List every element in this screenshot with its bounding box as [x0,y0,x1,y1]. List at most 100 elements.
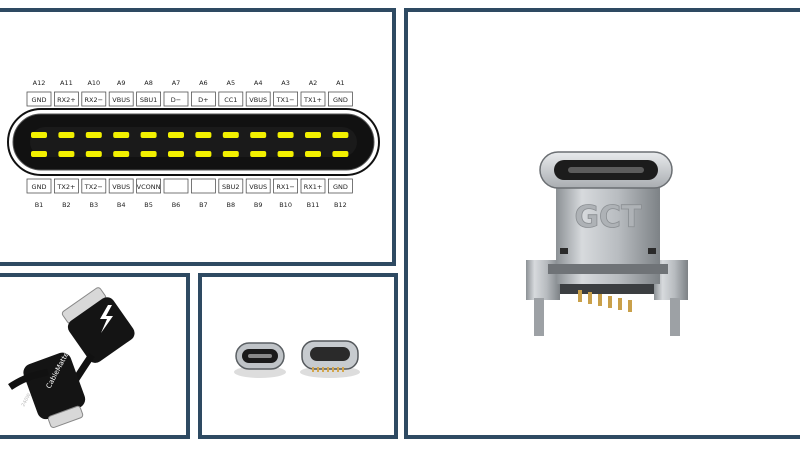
pin-signal-top: VBUS [112,96,130,104]
pin-number-bottom: B11 [307,201,320,209]
pin-signal-bottom: GND [333,183,348,191]
pin-number-top: A11 [60,79,73,87]
pin-number-bottom: B4 [117,201,126,209]
contact-pin-bottom [85,151,102,157]
pin-label-box [54,178,79,194]
pin-signal-bottom: VBUS [112,183,130,191]
pin-label-box [218,91,244,107]
pin-number-top: A7 [172,79,181,87]
pin-label-box [26,91,52,107]
pin-number-top: A9 [117,79,126,87]
pin-label-box [26,178,52,194]
pin-label-box [273,91,299,107]
pin-label-box [245,178,271,194]
pin-number-bottom: B5 [144,201,153,209]
contact-pin-top [250,132,267,138]
pin-number-top: A2 [309,79,318,87]
pin-signal-top: RX2− [85,96,104,104]
pin-number-bottom: B7 [199,201,208,209]
contact-pin-bottom [195,151,212,157]
usb-c-receptacles-image [234,340,360,378]
pin-label-box [81,178,107,194]
contact-pin-bottom [168,151,184,157]
pin-signal-top: GND [333,96,348,104]
thunderbolt-cable-image: CableMatters 240W [8,287,135,429]
pin-signal-top: TX1− [276,96,295,104]
pin-label-box [245,91,271,107]
contact-pin-top [58,132,75,138]
receptacles-photo-panel [198,273,398,439]
contact-pin-top [31,132,47,138]
pin-label-box [108,178,134,194]
contact-pin-top [85,132,102,138]
pin-label-box [273,178,299,194]
pin-signal-bottom: TX2− [84,183,103,191]
pin-label-box [327,178,353,194]
contact-pin-bottom [140,151,157,157]
pin-number-top: A8 [144,79,153,87]
cable-photo-panel: CableMatters 240W [0,273,190,439]
thunderbolt-icon [100,305,113,333]
gct-logo: GCT [574,200,642,235]
pin-number-top: A1 [336,79,345,87]
pin-signal-bottom: TX2+ [56,183,75,191]
contact-pin-bottom [277,151,294,157]
contact-pin-top [140,132,157,138]
pin-number-top: A4 [254,79,263,87]
contact-pin-top [277,132,294,138]
pin-signal-top: CC1 [224,96,237,104]
contact-pin-bottom [58,151,75,157]
pin-label-box [136,178,162,194]
pin-number-bottom: B12 [334,201,347,209]
pin-signal-bottom: VBUS [249,183,267,191]
pin-number-bottom: B3 [89,201,98,209]
pin-number-top: A5 [227,79,236,87]
contact-pin-bottom [250,151,267,157]
pinout-panel: A12 A11 A10 A9 A8 A7 A6 A5 A4 A3 A2 A1 GND RX2+ RX2− V… [0,8,396,266]
pin-signal-top: TX1+ [303,96,322,104]
pin-label-box [300,178,326,194]
pin-signal-top: SBU1 [140,96,157,104]
pin-label-box [108,91,134,107]
pin-signal-top: GND [32,96,47,104]
contact-pin-bottom [31,151,47,157]
pin-number-bottom: B1 [35,201,44,209]
contact-pin-top [332,132,349,138]
pin-number-bottom: B2 [62,201,71,209]
pin-number-top: A6 [199,79,208,87]
pin-label-box [327,91,353,107]
pin-label-box [81,91,107,107]
contact-pin-bottom [113,151,130,157]
pin-signal-top: D− [171,96,181,104]
gct-usb-c-connector-image: GCT [526,151,688,336]
pin-label-box [163,178,189,194]
pin-label-box [54,91,79,107]
pin-number-top: A10 [87,79,100,87]
contact-pin-bottom [222,151,239,157]
pin-signal-top: VBUS [249,96,267,104]
pin-signal-bottom: SBU2 [222,183,239,191]
contact-pin-bottom [332,151,349,157]
pin-signal-bottom: RX1− [276,183,295,191]
cable-rating-label: 240W [20,392,32,408]
pin-label-box [218,178,244,194]
contact-pin-bottom [305,151,321,157]
pin-signal-bottom: RX1+ [304,183,323,191]
contact-pin-top [222,132,239,138]
pin-signal-top: D+ [198,96,208,104]
pin-number-top: A12 [33,79,46,87]
pin-label-box [190,91,216,107]
pin-number-bottom: B9 [254,201,263,209]
pin-number-bottom: B6 [172,201,181,209]
gct-connector-photo-panel: GCT [404,8,800,439]
pinout-diagram: A12 A11 A10 A9 A8 A7 A6 A5 A4 A3 A2 A1 GND RX2+ RX2− V… [7,79,380,209]
contact-pin-top [168,132,184,138]
contact-pin-top [305,132,321,138]
pin-number-bottom: B8 [226,201,235,209]
pin-signal-top: RX2+ [57,96,76,104]
pin-label-box [163,91,189,107]
contact-pin-top [195,132,212,138]
pin-label-box [190,178,216,194]
pin-number-top: A3 [281,79,290,87]
pin-label-box [300,91,326,107]
